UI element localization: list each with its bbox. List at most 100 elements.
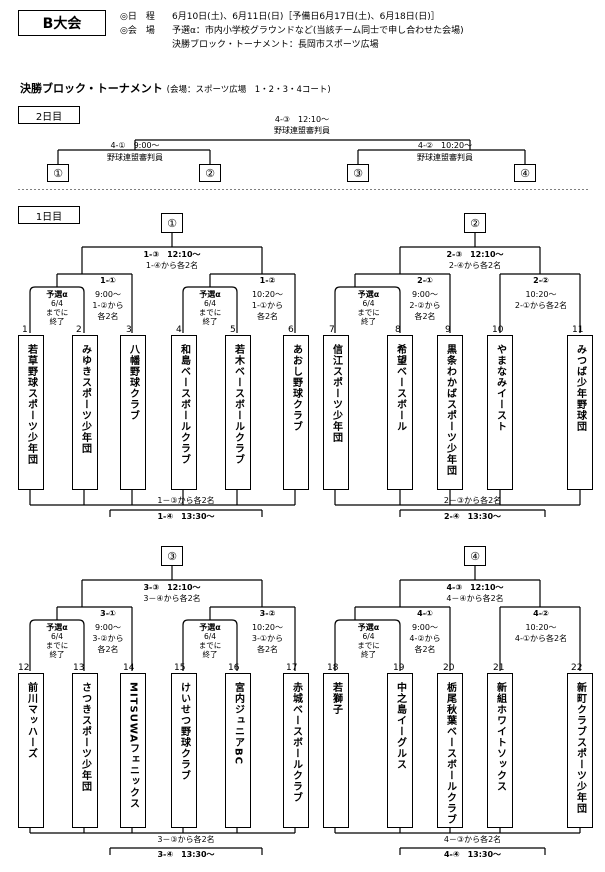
yosen-title: 予選α	[199, 290, 221, 299]
block-1-top-time: 1-③ 12:10～	[143, 250, 201, 259]
team-number: 18	[327, 663, 339, 673]
day2-semi-right-time: 4-② 10:20～	[417, 141, 473, 150]
block-2-left-ref: 2-②から	[409, 301, 441, 310]
team-box: 若木ベースボールクラブ	[225, 335, 251, 490]
block-4-top-time: 4-③ 12:10～	[446, 583, 504, 592]
yosen-date: 6/4	[203, 299, 217, 308]
team-box: 信江スポーツ少年団	[323, 335, 349, 490]
team-box: 前川マッハーズ	[18, 673, 44, 828]
team-box: さつきスポーツ少年団	[72, 673, 98, 828]
yosen-title: 予選α	[199, 623, 221, 632]
day2-final-ref: 野球連盟審判員	[274, 126, 330, 135]
block-1: ① 1-③ 12:10～ 1-④から各2名 1-① 9:00～ 1-②から 各2…	[0, 210, 309, 530]
block-4-bottom-ref: 4－③から各2名	[443, 835, 502, 844]
yosen-title: 予選α	[357, 290, 380, 299]
team-number: 2	[76, 325, 82, 335]
day2-block-box-2: ②	[199, 164, 221, 182]
block-2-yosen-left: 予選α 6/4 までに 終了	[341, 290, 396, 326]
yosen-date: 6/4	[362, 632, 375, 641]
team-box: 中之島イーグルス	[387, 673, 413, 828]
day2-bracket	[18, 139, 590, 190]
team-number: 3	[126, 325, 132, 335]
team-number: 10	[492, 325, 504, 335]
block-3-right-ref: 3-①から	[251, 634, 284, 643]
block-4-bracket	[334, 566, 581, 855]
team-number: 20	[443, 663, 455, 673]
block-4-top-ref: 4－④から各2名	[446, 594, 504, 603]
block-2-bracket	[334, 233, 581, 517]
block-4-left-time: 9:00～	[412, 623, 438, 632]
block-4-right-ref: 4-①から各2名	[514, 634, 568, 643]
schedule-value: 6月10日(土)、6月11日(日)［予備日6月17日(土)、6月18日(日)］	[172, 12, 440, 22]
team-number: 12	[18, 663, 30, 673]
yosen-by: までに	[198, 308, 222, 317]
day1-label: 1日目	[18, 206, 80, 224]
day2-semi-right-ref: 野球連盟審判員	[417, 153, 473, 162]
team-name: 赤城ベースボールクラブ	[290, 682, 302, 803]
team-box: MITSUWAフェニックス	[120, 673, 146, 828]
team-box: 希望ベースボール	[387, 335, 413, 490]
section-title: 決勝ブロック・トーナメント (会場：スポーツ広場 1・2・3・4コート)	[20, 80, 331, 96]
yosen-end: 終了	[361, 650, 376, 659]
day2-block-box-3: ③	[347, 164, 369, 182]
block-1-right-ref: 1-①から	[251, 301, 284, 310]
team-number: 9	[445, 325, 451, 335]
block-4-number: ④	[464, 546, 486, 566]
team-name: けいせつ野球クラブ	[178, 682, 190, 781]
yosen-by: までに	[45, 308, 69, 317]
day2-block-box-1: ①	[47, 164, 69, 182]
team-name: 若草野球スポーツ少年団	[25, 344, 37, 465]
team-number: 7	[329, 325, 335, 335]
venue-label: ◎会 場	[120, 26, 155, 36]
yosen-date: 6/4	[50, 299, 64, 308]
block-2-right-time: 10:20～	[525, 290, 557, 299]
block-4: ④ 4-③ 12:10～ 4－④から各2名 4-① 9:00～ 4-②から 各2…	[305, 543, 605, 868]
block-3: ③ 3-③ 12:10～ 3－④から各2名 3-① 9:00～ 3-②から 各2…	[0, 543, 309, 868]
team-name: あおし野球クラブ	[290, 344, 302, 432]
team-box: 若獅子	[323, 673, 349, 828]
block-1-bottom-time: 1-④ 13:30～	[157, 512, 215, 521]
block-3-number: ③	[161, 546, 183, 566]
yosen-end: 終了	[49, 317, 65, 326]
team-name: 前川マッハーズ	[25, 682, 37, 759]
block-3-top-time: 3-③ 12:10～	[143, 583, 201, 592]
team-name: 信江スポーツ少年団	[330, 344, 342, 443]
block-4-yosen-left: 予選α 6/4 までに 終了	[341, 623, 396, 659]
block-2-left-code: 2-①	[417, 276, 433, 285]
team-number: 19	[393, 663, 405, 673]
team-box: 栃尾秋葉ベースボールクラブ	[437, 673, 463, 828]
team-name: 和島ベースボールクラブ	[178, 344, 190, 465]
team-name: みゆきスポーツ少年団	[79, 344, 91, 454]
yosen-title: 予選α	[357, 623, 380, 632]
block-3-yosen-left: 予選α 6/4 までに 終了	[32, 623, 82, 659]
venue-value: 予選α：市内小学校グラウンドなど(当該チーム同士で申し合わせた会場)	[172, 26, 464, 36]
team-box: 新町クラブスポーツ少年団	[567, 673, 593, 828]
team-name: さつきスポーツ少年団	[79, 682, 91, 792]
block-2-left-time: 9:00～	[412, 290, 438, 299]
block-3-top-ref: 3－④から各2名	[143, 594, 201, 603]
team-name: 若獅子	[330, 682, 342, 715]
yosen-end: 終了	[202, 317, 218, 326]
team-name: 宮内ジュニアBC	[232, 682, 244, 765]
team-number: 6	[288, 325, 294, 335]
block-1-yosen-right: 予選α 6/4 までに 終了	[185, 290, 235, 326]
yosen-by: までに	[45, 641, 69, 650]
day2-semi-left-time: 4-① 9:00～	[110, 141, 160, 150]
block-3-right-code: 3-②	[259, 609, 276, 618]
block-3-left-time: 9:00～	[95, 623, 121, 632]
block-4-left-ref: 4-②から	[409, 634, 441, 643]
tournament-title: B大会	[18, 10, 106, 36]
block-4-right-time: 10:20～	[525, 623, 557, 632]
block-2-bottom-time: 2-④ 13:30～	[443, 512, 502, 521]
yosen-end: 終了	[202, 650, 218, 659]
block-2-right-code: 2-②	[533, 276, 549, 285]
yosen-title: 予選α	[46, 623, 68, 632]
block-2-top-ref: 2-④から各2名	[448, 261, 502, 270]
block-1-right-ref2: 各2名	[256, 312, 279, 321]
venue-final-value: 決勝ブロック・トーナメント：長岡市スポーツ広場	[172, 40, 379, 50]
yosen-date: 6/4	[362, 299, 375, 308]
block-3-right-time: 10:20～	[251, 623, 284, 632]
block-2-left-ref2: 各2名	[414, 312, 436, 321]
yosen-date: 6/4	[50, 632, 64, 641]
block-2-top-time: 2-③ 12:10～	[446, 250, 504, 259]
